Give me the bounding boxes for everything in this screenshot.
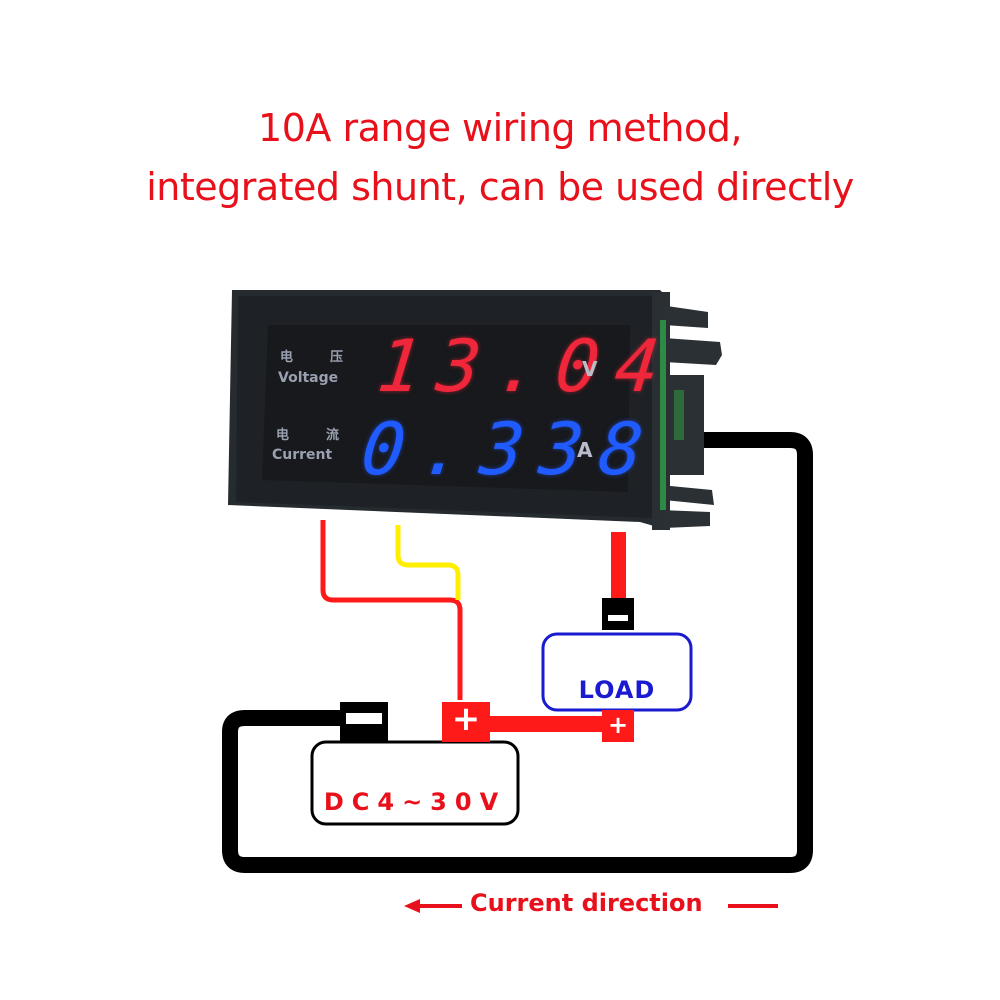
- red-shunt-wire-top: [611, 532, 626, 604]
- voltage-cn-label-1: 电: [280, 350, 294, 365]
- load-negative-terminal: [602, 598, 634, 630]
- red-power-wire: [320, 520, 463, 700]
- title-line-2: integrated shunt, can be used directly: [146, 165, 854, 209]
- title-line-1: 10A range wiring method,: [258, 106, 742, 150]
- yellow-sense-wire: [395, 525, 461, 600]
- left-arrow-icon: [404, 899, 420, 913]
- meter-body: [228, 290, 722, 530]
- current-direction-label: Current direction: [470, 889, 703, 917]
- source-positive-terminal: [442, 702, 490, 742]
- current-display: 0.338: [357, 407, 664, 491]
- source-box: [310, 740, 520, 826]
- current-cn-label-2: 流: [326, 428, 340, 443]
- load-positive-terminal: [602, 710, 634, 742]
- current-cn-label-1: 电: [276, 428, 290, 443]
- current-unit: A: [577, 438, 593, 462]
- source-voltage-label: DC4~30V: [323, 788, 507, 816]
- load-plus-icon: +: [607, 711, 629, 739]
- voltage-cn-label-2: 压: [330, 350, 344, 365]
- current-label: Current: [272, 447, 333, 463]
- source-plus-icon: +: [451, 699, 481, 739]
- voltage-label: Voltage: [278, 370, 339, 386]
- voltage-unit: V: [582, 357, 598, 381]
- red-shunt-wire-bottom: [488, 716, 618, 732]
- voltage-display: 13.04: [373, 324, 680, 408]
- black-return-wire: [222, 432, 813, 873]
- load-label: LOAD: [578, 676, 656, 704]
